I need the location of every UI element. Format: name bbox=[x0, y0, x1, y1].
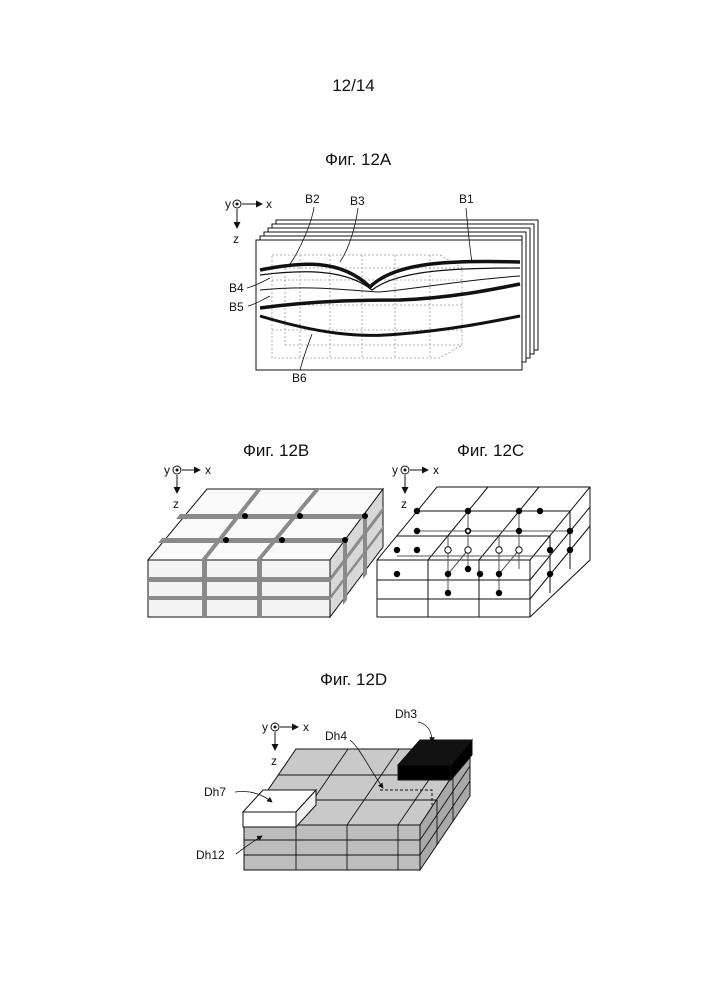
fig-12d: y x z bbox=[196, 707, 472, 870]
label-b4: B4 bbox=[229, 281, 244, 295]
axis-y-label: y bbox=[262, 720, 268, 734]
axis-x-label: x bbox=[303, 720, 309, 734]
axis-z-label: z bbox=[271, 754, 277, 768]
label-b2: B2 bbox=[305, 192, 320, 206]
label-b1: B1 bbox=[459, 192, 474, 206]
axis-x-label: x bbox=[433, 463, 439, 477]
wire-grid bbox=[377, 487, 590, 617]
nodes-12c bbox=[394, 508, 573, 596]
axis-y-label: y bbox=[225, 197, 231, 211]
axis-z-label: z bbox=[173, 497, 179, 511]
bscan-stack bbox=[256, 220, 538, 370]
label-dh12: Dh12 bbox=[196, 848, 225, 862]
axis-y-label: y bbox=[392, 463, 398, 477]
fig-12a: y x z bbox=[225, 192, 538, 385]
fig-12c: y x z bbox=[377, 463, 590, 617]
label-dh3: Dh3 bbox=[395, 707, 417, 721]
axis-x-label: x bbox=[205, 463, 211, 477]
axis-y-label: y bbox=[164, 463, 170, 477]
label-dh7: Dh7 bbox=[204, 785, 226, 799]
label-dh4: Dh4 bbox=[325, 729, 347, 743]
axis-z-label: z bbox=[401, 497, 407, 511]
axis-x-label: x bbox=[266, 197, 272, 211]
label-b3: B3 bbox=[350, 194, 365, 208]
label-b6: B6 bbox=[292, 371, 307, 385]
label-b5: B5 bbox=[229, 300, 244, 314]
fig-12b: y x z bbox=[148, 463, 383, 617]
axis-indicator-12c: y x z bbox=[392, 463, 439, 511]
axis-z-label: z bbox=[233, 232, 239, 246]
